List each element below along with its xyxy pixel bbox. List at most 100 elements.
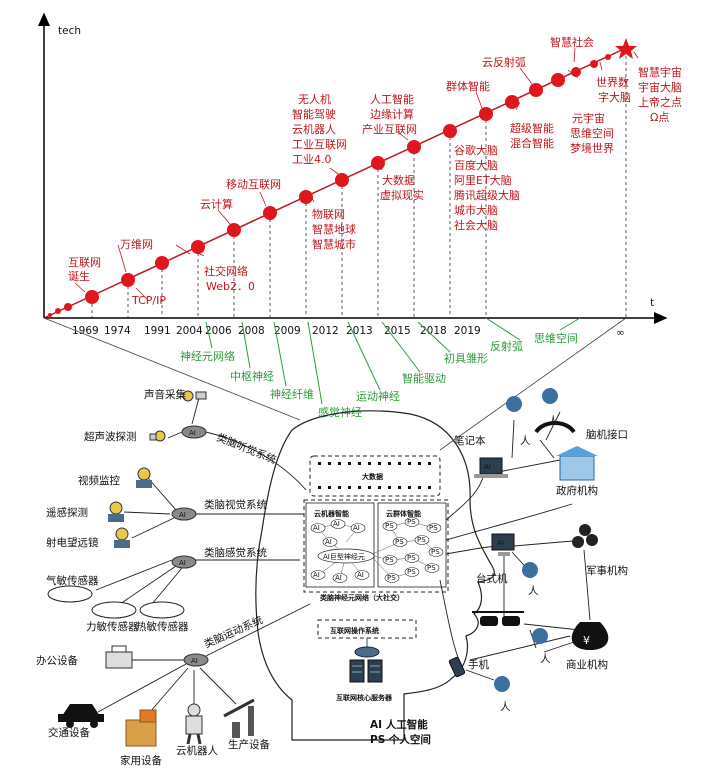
bigdata-dots <box>318 462 431 489</box>
label-world-brain-1: 世界数 <box>596 76 629 89</box>
ps-node-7: PS <box>385 556 394 564</box>
funnel-right <box>439 317 627 451</box>
ultrasonic-icon <box>149 430 166 442</box>
label-unmanned-3: 云机器人 <box>292 122 336 136</box>
ps-node-1: PS <box>385 522 394 530</box>
label-desktop: 台式机 <box>476 572 508 585</box>
ai-node-6: AI <box>335 574 342 582</box>
label-metaverse-1: 元宇宙 <box>572 111 605 125</box>
funnel-left <box>43 317 301 421</box>
ai-giant-neuron-label: AI巨型神经元 <box>323 552 365 561</box>
nerve-stage-5: 运动神经 <box>356 389 400 403</box>
label-brain-1: 谷歌大脑 <box>454 143 498 157</box>
label-unmanned-4: 工业互联网 <box>292 138 347 151</box>
ps-node-4: PS <box>395 538 404 546</box>
label-omega-1: 智慧宇宙 <box>638 65 682 79</box>
ps-node-2: PS <box>407 518 416 526</box>
label-super-ai-1: 超级智能 <box>510 121 554 135</box>
label-cloud-computing: 云计算 <box>200 197 233 211</box>
nerve-stage-4: 感觉神经 <box>318 405 362 419</box>
label-gas-sensor: 气敏传感器 <box>46 574 99 587</box>
year-1974: 1974 <box>104 325 131 337</box>
audio-collector-icon <box>182 390 207 402</box>
left-ai-1: AI <box>189 429 196 437</box>
remote-sensing-icon <box>108 501 124 522</box>
label-office: 办公设备 <box>36 654 78 667</box>
year-2013: 2013 <box>346 325 373 337</box>
label-robot: 云机器人 <box>176 744 218 757</box>
year-2008: 2008 <box>238 325 265 337</box>
bigdata-box <box>309 455 441 497</box>
ps-node-6: PS <box>431 548 440 556</box>
left-ai-2: AI <box>179 511 186 519</box>
left-ai-4: AI <box>191 657 198 665</box>
desktop-icon: AI <box>491 533 515 556</box>
label-ultrasonic: 超声波探测 <box>84 430 137 443</box>
label-vision-system: 类脑视觉系统 <box>204 498 267 511</box>
person-label-2: 人 <box>548 415 559 427</box>
label-iot-3: 智慧城市 <box>312 237 356 251</box>
core-server-label: 互联网核心服务器 <box>336 693 393 702</box>
label-remote: 遥感探测 <box>46 506 88 519</box>
label-social-2: Web2．0 <box>206 280 255 293</box>
label-brain-5: 城市大脑 <box>454 203 498 217</box>
label-tcpip: TCP/IP <box>131 294 166 307</box>
car-icon <box>58 704 104 728</box>
x-axis-label: t <box>650 297 654 309</box>
bci-headset-icon <box>534 421 576 434</box>
label-business: 商业机构 <box>566 658 608 671</box>
cloud-robot-box <box>305 502 375 588</box>
label-mobile-internet: 移动互联网 <box>226 178 281 191</box>
oil-pump-icon <box>223 698 255 738</box>
omega-star <box>615 38 637 59</box>
video-camera-icon <box>136 467 152 488</box>
label-internet-born-1: 互联网 <box>68 256 101 269</box>
year-2012: 2012 <box>312 325 339 337</box>
label-phone: 手机 <box>468 658 489 671</box>
cloud-robot-label: 云机器智能 <box>314 509 349 518</box>
year-1991: 1991 <box>144 325 171 337</box>
person-label-4: 人 <box>540 653 551 665</box>
milestone-dots <box>48 54 611 317</box>
growth-line <box>43 47 627 319</box>
telescope-icon <box>114 527 130 548</box>
ps-node-5: PS <box>417 536 426 544</box>
nerve-stage-8: 反射弧 <box>490 339 523 353</box>
label-smart-society: 智慧社会 <box>550 35 594 49</box>
ps-nodes: PS PS PS PS PS PS PS PS PS PS PS <box>382 517 444 583</box>
person-label-1: 人 <box>520 435 531 447</box>
ai-node-2: AI <box>333 520 340 528</box>
ps-node-10: PS <box>387 574 396 582</box>
ai-node-5: AI <box>313 571 320 579</box>
label-iot-1: 物联网 <box>312 207 345 221</box>
yen-symbol: ¥ <box>583 634 590 647</box>
svg-text:AI: AI <box>497 539 504 547</box>
nerve-stage-9: 思维空间 <box>534 331 578 345</box>
label-omega-2: 宇宙大脑 <box>638 80 682 94</box>
ps-node-9: PS <box>427 564 436 572</box>
heat-sensor-icon <box>139 601 185 619</box>
label-telescope: 射电望远镜 <box>46 536 99 549</box>
nerve-stage-3: 神经纤维 <box>270 387 314 401</box>
ai-node-1: AI <box>313 524 320 532</box>
label-ai-edge-1: 人工智能 <box>370 92 414 106</box>
label-sensing-system: 类脑感觉系统 <box>204 546 267 559</box>
label-bci: 脑机接口 <box>586 428 628 441</box>
label-motor-system: 类脑运动系统 <box>202 613 265 651</box>
laptop-icon: AI <box>474 457 508 478</box>
label-omega-3: 上帝之点 <box>638 95 682 109</box>
label-home: 家用设备 <box>120 754 162 767</box>
vr-glasses-icon <box>472 611 524 626</box>
nerve-stage-1: 神经元网络 <box>180 349 235 363</box>
label-military: 军事机构 <box>586 564 628 577</box>
ai-node-4: AI <box>325 538 332 546</box>
network-label: 类脑神经元网络（大社交） <box>320 593 404 602</box>
label-hearing-system: 类脑听觉系统 <box>215 431 279 467</box>
ps-node-11: PS <box>407 568 416 576</box>
label-ai-edge-2: 边缘计算 <box>370 107 414 121</box>
left-ai-nodes: AI AI AI AI <box>171 425 209 667</box>
ai-node-7: AI <box>357 571 364 579</box>
label-brain-2: 百度大脑 <box>454 158 498 172</box>
label-iot-2: 智慧地球 <box>312 222 356 236</box>
